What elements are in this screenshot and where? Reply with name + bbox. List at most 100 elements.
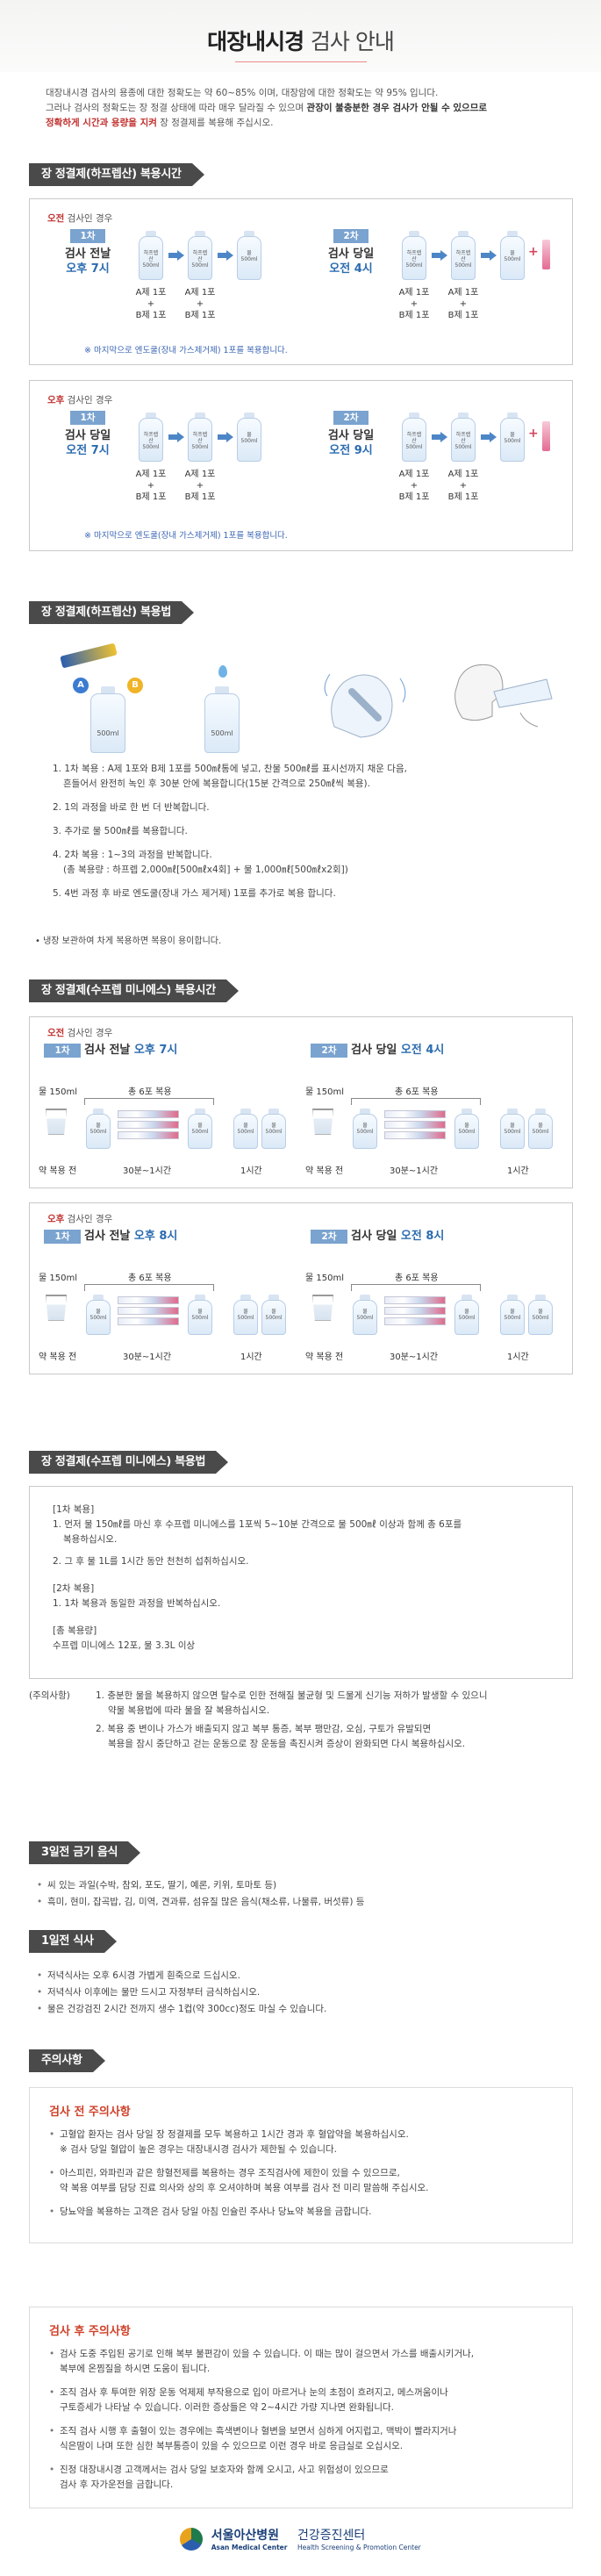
bottle-icon: 하프렙산 500ml	[451, 413, 476, 462]
method-line: 1. 1차 복용과 동일한 과정을 반복하십시오.	[53, 1598, 221, 1609]
cup-icon	[46, 1109, 67, 1135]
before-label: 약 복용 전	[39, 1166, 77, 1176]
method-line: 복용하십시오.	[63, 1534, 118, 1545]
section-heading-harplep-method: 장 정결제(하프렙산) 복용법	[29, 601, 194, 624]
method-line: 1. 먼저 물 150㎖를 마신 후 수프렙 미니에스를 1포씩 5~10분 간…	[53, 1519, 462, 1530]
center-name: 건강증진센터 Health Screening & Promotion Cent…	[297, 2529, 421, 2551]
endocool-note: ※ 마지막으로 엔도쿨(장내 가스제거제) 1포를 복용합니다.	[84, 346, 288, 355]
before-label: 약 복용 전	[305, 1166, 344, 1176]
water-150-label: 물 150ml	[305, 1087, 344, 1097]
list-item: 조직 검사 시행 후 출혈이 있는 경우에는 흑색변이나 혈변을 보면서 심하게…	[49, 2424, 553, 2454]
total-packs-label: 총 6포 복용	[395, 1274, 439, 1283]
hospital-logo-icon	[180, 2527, 204, 2551]
bracket	[351, 1098, 481, 1105]
total-heading: [총 복용량]	[53, 1625, 97, 1636]
first-dose-pill: 1차	[70, 229, 105, 243]
powder-sachet-icon	[60, 642, 118, 669]
bottle-icon: 물 500ml	[454, 1109, 479, 1149]
bottle-icon: 하프렙산 500ml	[139, 231, 163, 280]
list-item: 아스피린, 와파린과 같은 항혈전제를 복용하는 경우 조직검사에 제한이 있을…	[49, 2166, 553, 2196]
suprep-morning-box: 오전 검사인 경우 1차 검사 전날 오후 7시 2차 검사 당일 오전 4시 …	[29, 1016, 573, 1188]
list-item: 조직 검사 후 투여한 위장 운동 억제제 부작용으로 입이 마르거나 눈의 초…	[49, 2386, 553, 2415]
bottle-icon: 하프렙산 500ml	[188, 413, 212, 462]
suprep-packs-icon	[118, 1110, 181, 1144]
bottle-icon: 물 500ml	[188, 1295, 212, 1335]
arrow-right-icon	[481, 250, 497, 261]
caution-line: 복용을 잠시 중단하고 걷는 운동으로 장 운동을 촉진시켜 증상이 완화되면 …	[108, 1739, 466, 1749]
step-5: 5. 4번 과정 후 바로 엔도쿨(장내 가스 제거제) 1포를 추가로 복용 …	[53, 888, 336, 899]
one-hour-label: 1시간	[240, 1166, 262, 1176]
arrow-right-icon	[481, 432, 497, 442]
endocool-note: ※ 마지막으로 엔도쿨(장내 가스제거제) 1포를 복용합니다.	[84, 531, 288, 541]
pre-exam-title: 검사 전 주의사항	[49, 2106, 131, 2119]
list-item: 씨 있는 과일(수박, 참외, 포도, 딸기, 예론, 키위, 토마토 등)	[37, 1878, 563, 1893]
method-line: 2. 그 후 물 1L를 1시간 동안 천천히 섭취하십시오.	[53, 1556, 249, 1567]
step-2: 2. 1의 과정을 바로 한 번 더 반복합니다.	[53, 802, 210, 813]
footer: 서울아산병원 Asan Medical Center 건강증진센터 Health…	[0, 2526, 601, 2551]
list-item: 흑미, 현미, 잡곡밥, 김, 미역, 견과류, 섬유질 많은 음식(채소류, …	[37, 1895, 563, 1910]
suprep-packs-icon	[118, 1296, 181, 1330]
bottle-icon: 하프렙산 500ml	[139, 413, 163, 462]
bottle-icon: 물 500ml	[353, 1295, 377, 1335]
dose-label: A제 1포+B제 1포	[398, 288, 430, 320]
page-title: 대장내시경 검사 안내	[0, 25, 601, 56]
range-label: 30분~1시간	[390, 1353, 439, 1362]
step-3: 3. 추가로 물 500㎖를 복용합니다.	[53, 826, 188, 836]
before-label: 약 복용 전	[39, 1353, 77, 1362]
dose-label: A제 1포+B제 1포	[184, 288, 216, 320]
post-exam-caution-box: 검사 후 주의사항 검사 도중 주입된 공기로 인해 복부 불편감이 있을 수 …	[29, 2307, 573, 2508]
bottle-icon: 물 500ml	[86, 1109, 111, 1149]
intro-line-3b: 장 정결제를 복용해 주십시오.	[160, 118, 274, 128]
hospital-name: 서울아산병원 Asan Medical Center	[211, 2529, 288, 2551]
total-packs-label: 총 6포 복용	[395, 1087, 439, 1097]
second-dose-pill: 2차	[333, 229, 368, 243]
bracket	[84, 1284, 214, 1291]
cup-icon	[312, 1295, 333, 1321]
method-illustrations: A B 500ml 500ml	[29, 641, 573, 755]
method-steps: 1. 1차 복용 : A제 1포와 B제 1포를 500㎖통에 넣고, 찬물 5…	[53, 762, 562, 910]
dose-label: A제 1포+B제 1포	[447, 288, 479, 320]
dose-label: A제 1포+B제 1포	[447, 470, 479, 502]
diet-list: 저녁식사는 오후 6시경 가볍게 흰죽으로 드십시오. 저녁식사 이후에는 물만…	[37, 1969, 563, 2019]
bottle-icon: 물 500ml	[528, 1295, 553, 1335]
bottle-icon: 하프렙산 500ml	[402, 413, 426, 462]
list-item: 물은 건강검진 2시간 전까지 생수 1컵(약 300cc)정도 마실 수 있습…	[37, 2002, 563, 2017]
hero-banner: 대장내시경 검사 안내	[0, 0, 601, 72]
bottle-icon: 물 500ml	[237, 231, 261, 280]
bottle-icon: 물 500ml	[454, 1295, 479, 1335]
list-item: 당뇨약을 복용하는 고객은 검사 당일 아침 인슐린 주사나 당뇨약 복용을 금…	[49, 2205, 553, 2220]
first-dose-time: 검사 전날 오후 7시	[84, 1044, 178, 1057]
arrow-right-icon	[432, 250, 447, 261]
second-dose-pill: 2차	[333, 411, 368, 425]
bottle-icon: 물 500ml	[500, 231, 525, 280]
bottle-icon: 하프렙산 500ml	[451, 231, 476, 280]
first-dose-pill: 1차	[44, 1230, 81, 1244]
section-heading-suprep-method: 장 정결제(수프렙 미니에스) 복용법	[29, 1451, 229, 1474]
bottle-icon: 물 500ml	[237, 413, 261, 462]
suprep-method-box: [1차 복용] 1. 먼저 물 150㎖를 마신 후 수프렙 미니에스를 1포씩…	[29, 1486, 573, 1679]
cup-icon	[312, 1109, 333, 1135]
caution-line: 약물 복용법에 따라 물을 잘 복용하십시오.	[108, 1705, 270, 1716]
case-label: 오후 검사인 경우	[47, 1214, 113, 1224]
bracket	[351, 1284, 481, 1291]
step-1b: 흔들어서 완전히 녹인 후 30분 안에 복용합니다(15분 간격으로 250㎖…	[63, 779, 370, 789]
intro-line-3a: 정확하게 시간과 용량을 지켜	[46, 118, 157, 128]
dose-label: A제 1포+B제 1포	[135, 470, 167, 502]
arrow-right-icon	[218, 250, 233, 261]
case-label: 오전 검사인 경우	[47, 1028, 113, 1038]
second-dose-time: 검사 당일 오전 8시	[351, 1230, 445, 1243]
title-main: 대장내시경	[207, 29, 304, 54]
intro-line-1: 대장내시경 검사의 용종에 대한 정확도는 약 60~85% 이며, 대장암에 …	[46, 88, 439, 98]
section-heading-3days-before: 3일전 금기 음식	[29, 1841, 141, 1864]
range-label: 30분~1시간	[123, 1166, 172, 1176]
step-1a: 1. 1차 복용 : A제 1포와 B제 1포를 500㎖통에 넣고, 찬물 5…	[53, 764, 407, 774]
list-item: 고혈압 환자는 검사 당일 장 정결제를 모두 복용하고 1시간 경과 후 혈압…	[49, 2128, 553, 2157]
bottle-icon: 물 500ml	[233, 1295, 258, 1335]
shaking-hands-icon	[317, 657, 413, 744]
first-dose-heading: [1차 복용]	[53, 1504, 95, 1515]
intro-line-2a: 그러나 검사의 정확도는 장 정결 상태에 따라 매우 달라질 수 있으며	[46, 103, 304, 113]
list-item: 진정 대장내시경 고객께서는 검사 당일 보호자와 함께 오시고, 사고 위험성…	[49, 2463, 553, 2493]
